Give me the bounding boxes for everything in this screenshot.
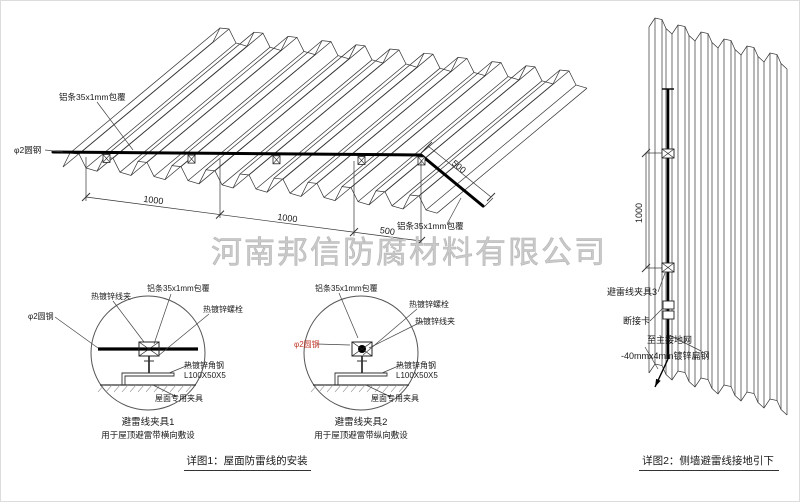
leader-line [112, 300, 145, 343]
d1-label-clip: 热镀锌线夹 [91, 291, 131, 301]
company-watermark: 河南邦信防腐材料有限公司 [211, 235, 607, 270]
dim-500-b: 500 [450, 158, 468, 175]
leader-line [381, 363, 404, 374]
leader-line [96, 101, 134, 151]
d1-label-alu: 铝条35x1mm包覆 [147, 283, 210, 293]
label-to-ground: 至主接地网 [647, 334, 692, 345]
d1-label-angle-size: L100X50X5 [184, 371, 226, 380]
label-disconnect-card: 断接卡 [623, 315, 650, 326]
roof-isometric-drawing [51, 27, 588, 246]
d1-label-rod: φ2圆钢 [28, 311, 54, 321]
d1-title: 避雷线夹具1 [122, 416, 175, 428]
leader-line [338, 292, 359, 339]
d2-title: 避雷线夹具2 [335, 416, 388, 428]
label-round-steel: φ2圆钢 [14, 145, 41, 155]
d2-label-roof-clamp: 屋面专用夹具 [371, 393, 419, 403]
label-flat-steel: -40mmx4mm镀锌扁钢 [621, 350, 710, 361]
d2-label-alu: 铝条35x1mm包覆 [315, 283, 378, 293]
d2-label-bolt: 热镀锌螺栓 [409, 299, 449, 309]
d1-subtitle: 用于屋顶避雷带横向敷设 [101, 430, 195, 440]
leader-line [168, 363, 192, 374]
figure2-caption: 详图2：侧墙避雷线接地引下 [642, 454, 774, 467]
d1-label-bolt: 热镀锌螺栓 [203, 304, 243, 314]
figure1-caption: 详图1：屋面防雷线的安装 [186, 454, 308, 467]
leader-line [362, 308, 418, 356]
d2-label-rod: φ2圆钢 [294, 339, 320, 349]
dim-500-a: 500 [379, 225, 395, 237]
dim-1000-b: 1000 [277, 212, 298, 225]
d1-label-roof-clamp: 屋面专用夹具 [155, 393, 203, 403]
leader-line [649, 307, 664, 322]
leader-line [316, 343, 351, 346]
d1-label-angle: 热镀锌角钢 [184, 360, 224, 370]
leader-line [44, 149, 64, 153]
leader-line [54, 316, 99, 349]
leader-line [157, 313, 210, 357]
leader-line [152, 384, 178, 398]
leader-line [153, 293, 172, 345]
d2-subtitle: 用于屋顶避雷带纵向敷设 [314, 430, 408, 440]
leader-line [657, 272, 666, 293]
d2-label-angle: 热镀锌角钢 [396, 360, 436, 370]
leader-line [368, 320, 424, 349]
leader-lines [44, 101, 702, 398]
leader-line [365, 384, 392, 398]
d2-label-angle-size: L100X50X5 [396, 371, 438, 380]
leader-line [668, 334, 702, 352]
label-alu-strip-right: 铝条35x1mm包覆 [397, 221, 464, 231]
wall-dim-1000: 1000 [634, 203, 644, 223]
detail-circle-1-drawing [90, 295, 206, 411]
dim-1000-a: 1000 [143, 194, 164, 207]
d2-label-clip: 热镀锌线夹 [415, 316, 455, 326]
side-wall-drawing [641, 17, 788, 416]
label-clamp3: 避雷线夹具3 [607, 286, 657, 297]
label-alu-strip-top: 铝条35x1mm包覆 [59, 92, 126, 102]
detail-circle-2-drawing [303, 295, 419, 411]
leader-line [644, 346, 659, 370]
leader-line [446, 197, 462, 225]
